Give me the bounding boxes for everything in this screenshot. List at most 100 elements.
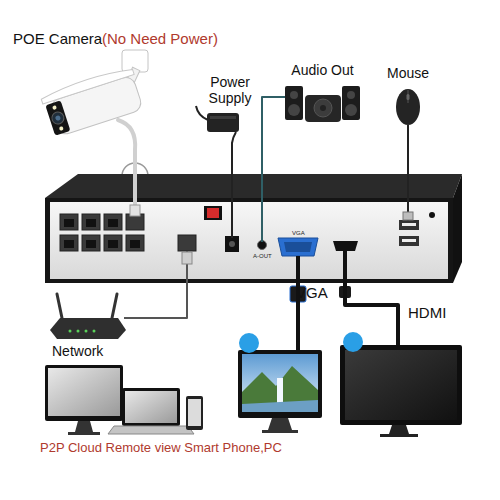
nvr-recorder-part bbox=[429, 212, 435, 218]
vga-monitor-part bbox=[242, 366, 318, 412]
vga-monitor-part bbox=[242, 400, 318, 412]
vga-monitor-part bbox=[239, 333, 259, 353]
nvr-recorder-part bbox=[284, 242, 312, 252]
poe-camera-part-part bbox=[59, 126, 64, 131]
nvr-recorder-part bbox=[82, 214, 100, 230]
poe-camera-part bbox=[118, 120, 135, 150]
speaker-set-part bbox=[285, 86, 303, 120]
nvr-recorder-part bbox=[225, 236, 239, 252]
speaker-set-part bbox=[288, 104, 300, 116]
power-node: Power Supply bbox=[195, 72, 265, 143]
network-router-part bbox=[69, 330, 72, 333]
nvr-recorder-part bbox=[453, 174, 462, 283]
nvr-recorder-part bbox=[86, 219, 96, 227]
camera-node: POE Camera(No Need Power) bbox=[10, 28, 190, 150]
nvr-recorder-part bbox=[104, 214, 122, 230]
hdmi-monitor-part bbox=[380, 434, 418, 437]
hdmi-monitor bbox=[340, 332, 462, 437]
network-router-part bbox=[77, 330, 80, 333]
network-router-part bbox=[85, 330, 88, 333]
hdmi-monitor-part bbox=[345, 350, 457, 420]
hdmi-monitor-node: HDMI bbox=[338, 338, 463, 440]
cable-connector bbox=[231, 143, 233, 198]
nvr-recorder-part bbox=[108, 240, 118, 248]
audio-node: Audio Out bbox=[280, 60, 365, 125]
speaker-set-part bbox=[345, 104, 357, 116]
poe-camera-part-part bbox=[40, 65, 134, 104]
vga-monitor-node: VGA bbox=[236, 340, 326, 435]
remote-devices bbox=[45, 365, 203, 435]
network-router-part bbox=[50, 318, 126, 339]
device-label: Power Supply bbox=[195, 75, 265, 106]
nvr-recorder-part bbox=[64, 240, 74, 248]
mouse bbox=[396, 89, 420, 128]
poe-camera-part-part bbox=[52, 105, 57, 110]
device-label: Mouse bbox=[378, 66, 438, 82]
remote-devices-part bbox=[188, 399, 201, 426]
network-router-part bbox=[57, 294, 62, 318]
remote-devices-part bbox=[75, 421, 93, 432]
nvr-recorder-part bbox=[64, 219, 74, 227]
nvr-recorder-part bbox=[182, 252, 192, 264]
poe-camera-part-part bbox=[50, 110, 65, 125]
remote-devices-part bbox=[122, 388, 180, 426]
cable-connector bbox=[407, 128, 409, 198]
nvr-node: A-OUT VGA bbox=[45, 198, 453, 283]
remote-devices-part bbox=[186, 396, 203, 430]
device-note: (No Need Power) bbox=[102, 31, 218, 48]
remote-devices-part bbox=[45, 365, 123, 421]
nvr-recorder-part bbox=[130, 240, 140, 248]
nvr-recorder-part bbox=[108, 219, 118, 227]
speaker-set-part bbox=[320, 105, 326, 111]
nvr-recorder-part bbox=[178, 235, 196, 251]
port-label: VGA bbox=[292, 230, 305, 237]
nvr-recorder-part bbox=[402, 223, 416, 226]
vga-monitor-part bbox=[242, 354, 318, 412]
remote-devices-part bbox=[108, 426, 194, 434]
power-adapter-part bbox=[207, 113, 239, 132]
nvr-recorder-part bbox=[204, 206, 222, 220]
nvr-recorder-part bbox=[45, 198, 453, 283]
speaker-set-part bbox=[342, 86, 360, 120]
hdmi-monitor-part bbox=[340, 345, 462, 425]
nvr-recorder bbox=[45, 174, 462, 283]
nvr-recorder-part bbox=[399, 220, 419, 230]
power-adapter-part bbox=[196, 106, 208, 120]
device-note: P2P Cloud Remote view Smart Phone,PC bbox=[40, 441, 282, 456]
power-adapter bbox=[196, 106, 239, 143]
poe-camera bbox=[40, 50, 148, 189]
nvr-recorder-part bbox=[231, 198, 233, 238]
poe-camera-part-part bbox=[45, 100, 70, 135]
nvr-recorder-part bbox=[296, 256, 300, 283]
poe-camera-part-part bbox=[55, 115, 61, 121]
network-router-part bbox=[93, 330, 96, 333]
nvr-recorder-part bbox=[399, 236, 419, 246]
port-label: A-OUT bbox=[253, 253, 272, 260]
nvr-recorder-part bbox=[45, 174, 462, 198]
nvr-recorder-part bbox=[82, 235, 100, 251]
device-label: HDMI bbox=[408, 305, 446, 322]
mouse-part bbox=[408, 90, 409, 103]
vga-monitor-part bbox=[268, 418, 292, 430]
remote-view-node: P2P Cloud Remote view Smart Phone,PC bbox=[38, 362, 208, 460]
nvr-recorder-part bbox=[278, 238, 318, 256]
network-router-part bbox=[124, 317, 140, 319]
nvr-recorder-part bbox=[50, 202, 448, 279]
hdmi-monitor-part bbox=[389, 425, 409, 434]
nvr-recorder-part bbox=[60, 214, 78, 230]
speaker-set-part bbox=[347, 91, 355, 99]
nvr-recorder-part bbox=[86, 240, 96, 248]
cable-connector bbox=[133, 150, 137, 198]
mouse-part bbox=[396, 89, 420, 125]
speaker-set bbox=[280, 86, 360, 122]
power-adapter-part bbox=[232, 132, 236, 143]
nvr-recorder-part bbox=[333, 241, 358, 251]
cable-plugs bbox=[290, 286, 351, 302]
vga-monitor-part bbox=[262, 430, 298, 433]
nvr-recorder-part bbox=[261, 198, 263, 242]
router-node: Network bbox=[45, 290, 140, 360]
cable-connector bbox=[262, 97, 280, 198]
device-label: Audio Out bbox=[280, 63, 365, 79]
